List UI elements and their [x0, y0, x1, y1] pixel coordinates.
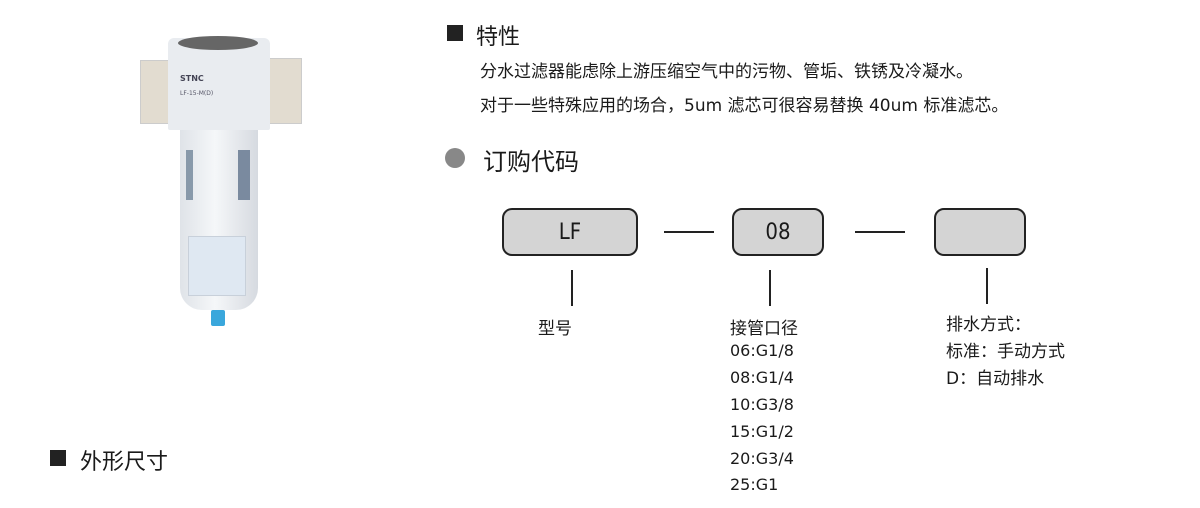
head-top: [178, 36, 258, 50]
drain-option: 标准：手动方式: [946, 342, 1065, 362]
model-label: LF-15-M(D): [180, 90, 214, 97]
window: [186, 150, 193, 200]
port-right: [268, 58, 302, 124]
connector: [986, 268, 988, 304]
bullet-circle-icon: [445, 148, 465, 168]
order-code-heading: 订购代码: [483, 148, 579, 176]
port-option: 20:G3/4: [730, 449, 794, 468]
window: [238, 150, 250, 200]
model-label: 型号: [538, 319, 572, 339]
drain-option: D：自动排水: [946, 369, 1045, 389]
code-box-drain: [934, 208, 1026, 256]
port-option: 08:G1/4: [730, 368, 794, 387]
port-option: 25:G1: [730, 475, 779, 494]
features-line: 分水过滤器能虑除上游压缩空气中的污物、管垢、铁锈及冷凝水。: [480, 62, 973, 82]
dash: [664, 231, 714, 233]
connector: [571, 270, 573, 306]
dimensions-heading: 外形尺寸: [80, 450, 169, 475]
features-line: 对于一些特殊应用的场合，5um 滤芯可很容易替换 40um 标准滤芯。: [480, 96, 1009, 116]
drain-label: 排水方式：: [946, 315, 1031, 335]
code-box-port: 08: [732, 208, 824, 256]
brand-logo: STNC: [180, 74, 204, 83]
connector: [769, 270, 771, 306]
code-box-model: LF: [502, 208, 638, 256]
port-option: 10:G3/8: [730, 395, 794, 414]
filter-head: [168, 38, 270, 130]
port-option: 06:G1/8: [730, 341, 794, 360]
port-option: 15:G1/2: [730, 422, 794, 441]
port-label: 接管口径: [730, 319, 798, 339]
bullet-square-icon: [447, 25, 463, 41]
port-left: [140, 60, 172, 124]
product-image: STNC LF-15-M(D): [140, 30, 302, 340]
bullet-square-icon: [50, 450, 66, 466]
features-heading: 特性: [476, 25, 521, 50]
dash: [855, 231, 905, 233]
drain-valve: [211, 310, 225, 326]
sight-glass: [188, 236, 246, 296]
